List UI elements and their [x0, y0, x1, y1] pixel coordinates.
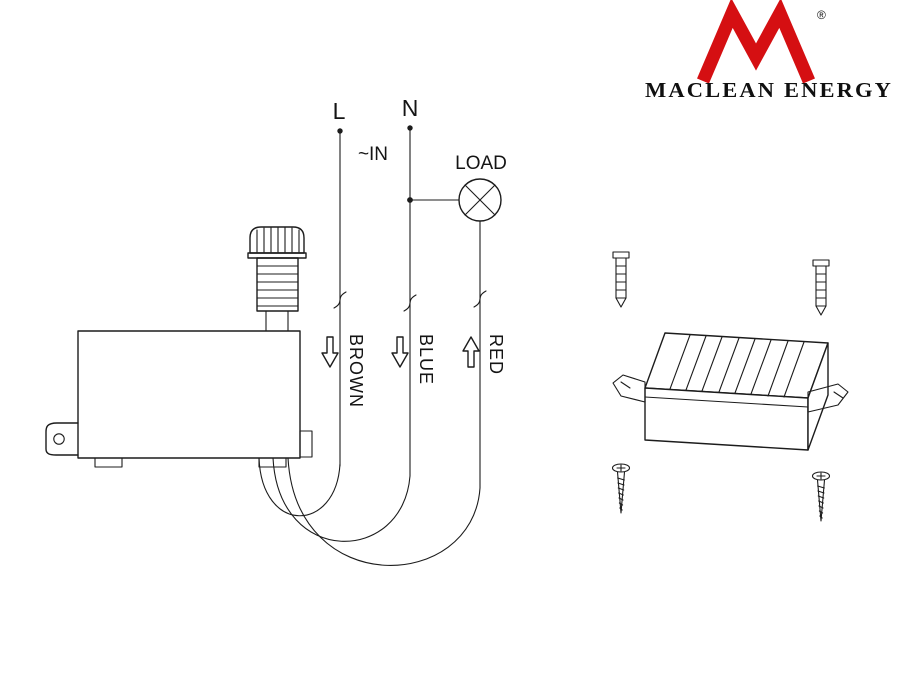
mounting-view: [611, 251, 849, 522]
wiring-schematic: L N ~IN LOAD BROWN BLUE RED: [321, 95, 507, 489]
logo-m-mark: [697, 0, 815, 84]
cable-blue-loop: [272, 457, 411, 542]
ac-input-label: ~IN: [358, 144, 388, 165]
device-feet: [94, 457, 287, 468]
cable-brown-loop: [258, 457, 341, 517]
arrow-up-red-icon: [462, 336, 480, 368]
wall-plug-icon-left: [612, 251, 630, 308]
wire-twist-blue: [403, 294, 417, 312]
wire-twist-brown: [333, 291, 347, 309]
enclosure-lid-seam: [644, 396, 809, 408]
terminal-dot-l: [337, 128, 343, 134]
wall-plug-icon-right: [812, 259, 830, 316]
terminal-n-label: N: [402, 95, 419, 121]
lamp-cross: [464, 184, 496, 216]
terminal-dot-n: [407, 125, 413, 131]
mounting-ear-left: [612, 374, 646, 403]
ear-slot-left: [620, 381, 631, 389]
cable-red-loop: [287, 457, 481, 566]
enclosure-ribs: [669, 334, 805, 398]
wire-label-brown: BROWN: [346, 334, 366, 408]
mounting-bracket-left: [45, 422, 79, 456]
brand-logo: ® MACLEAN ENERGY: [645, 0, 893, 102]
sensor-flange: [247, 252, 307, 259]
wire-label-blue: BLUE: [416, 334, 436, 385]
sensor-cap-knurling: [256, 226, 300, 253]
sensor-cap: [249, 226, 305, 254]
mounting-bracket-right: [299, 430, 313, 458]
mounting-ear-right: [807, 383, 849, 413]
sensor-neck: [265, 310, 289, 332]
screw-icon-left: [611, 463, 631, 514]
screw-icon-right: [811, 471, 831, 522]
wire-twist-red: [473, 290, 487, 308]
terminal-l-label: L: [333, 98, 346, 124]
arrow-down-brown-icon: [321, 336, 339, 368]
brand-name: MACLEAN ENERGY: [645, 78, 893, 102]
bracket-screw-hole: [53, 433, 65, 445]
enclosure-side-face: [807, 342, 829, 451]
load-label: LOAD: [455, 153, 507, 174]
device-housing: [77, 330, 301, 459]
registered-trademark-symbol: ®: [817, 8, 826, 22]
sensor-device-side-view: [45, 226, 481, 566]
arrow-down-blue-icon: [391, 336, 409, 368]
wire-label-red: RED: [486, 334, 506, 375]
sensor-thread-lines: [256, 265, 299, 307]
ear-slot-right: [833, 391, 844, 399]
